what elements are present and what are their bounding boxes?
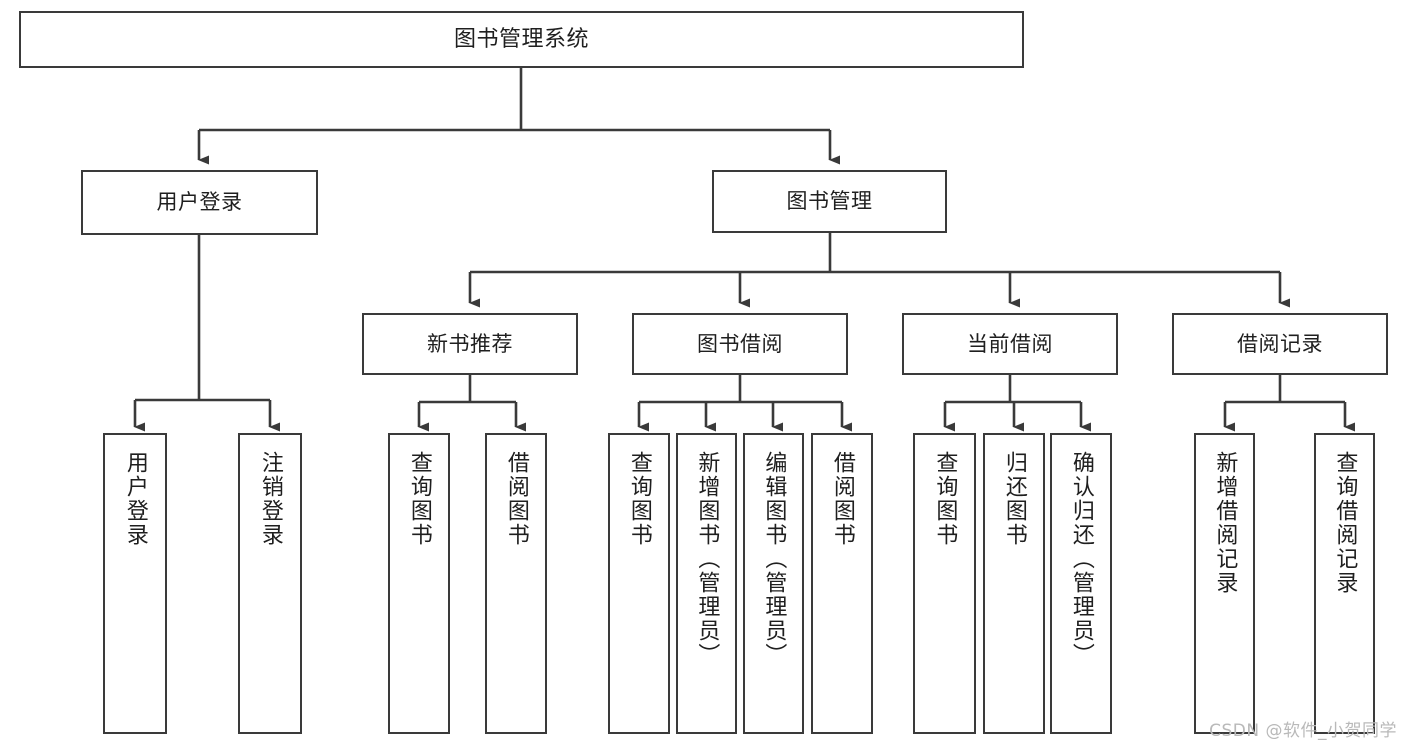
node-leaf-query-book-1[interactable]: 查询图书: [388, 433, 450, 734]
node-root-label: 图书管理系统: [453, 26, 589, 52]
node-current-borrow-label: 当前借阅: [967, 331, 1053, 356]
node-leaf-borrow-book-1[interactable]: 借阅图书: [485, 433, 547, 734]
node-leaf-return-book[interactable]: 归还图书: [983, 433, 1045, 734]
node-leaf-logout-login-label: 注销登录: [257, 451, 283, 547]
node-leaf-add-book-label: 新增图书（管理员）: [694, 451, 720, 667]
node-leaf-user-login-label: 用户登录: [122, 451, 148, 547]
node-book-manage-label: 图书管理: [786, 189, 873, 214]
node-leaf-edit-book[interactable]: 编辑图书（管理员）: [743, 433, 804, 734]
node-leaf-add-record[interactable]: 新增借阅记录: [1194, 433, 1255, 734]
node-new-book-recommend[interactable]: 新书推荐: [362, 313, 578, 375]
node-leaf-query-book-1-label: 查询图书: [406, 451, 432, 547]
node-leaf-query-book-2-label: 查询图书: [626, 451, 652, 547]
node-leaf-query-book-2[interactable]: 查询图书: [608, 433, 670, 734]
node-leaf-query-record-label: 查询借阅记录: [1332, 451, 1358, 595]
node-book-borrow-label: 图书借阅: [697, 331, 783, 356]
node-leaf-borrow-book-1-label: 借阅图书: [503, 451, 529, 547]
node-current-borrow[interactable]: 当前借阅: [902, 313, 1118, 375]
node-user-login[interactable]: 用户登录: [81, 170, 318, 235]
node-leaf-logout-login[interactable]: 注销登录: [238, 433, 302, 734]
node-leaf-query-book-3[interactable]: 查询图书: [913, 433, 976, 734]
node-root[interactable]: 图书管理系统: [19, 11, 1024, 68]
watermark: CSDN @软件_小贺同学: [1209, 721, 1397, 741]
node-book-manage[interactable]: 图书管理: [712, 170, 947, 233]
node-leaf-query-book-3-label: 查询图书: [932, 451, 958, 547]
node-new-book-recommend-label: 新书推荐: [427, 331, 513, 356]
node-leaf-edit-book-label: 编辑图书（管理员）: [761, 451, 787, 667]
node-borrow-record[interactable]: 借阅记录: [1172, 313, 1388, 375]
node-leaf-borrow-book-2[interactable]: 借阅图书: [811, 433, 873, 734]
node-user-login-label: 用户登录: [156, 190, 243, 215]
node-leaf-borrow-book-2-label: 借阅图书: [829, 451, 855, 547]
node-leaf-user-login[interactable]: 用户登录: [103, 433, 167, 734]
node-leaf-add-record-label: 新增借阅记录: [1212, 451, 1238, 595]
node-leaf-confirm-return-label: 确认归还（管理员）: [1068, 451, 1094, 667]
node-leaf-confirm-return[interactable]: 确认归还（管理员）: [1050, 433, 1112, 734]
node-leaf-return-book-label: 归还图书: [1001, 451, 1027, 547]
node-book-borrow[interactable]: 图书借阅: [632, 313, 848, 375]
node-leaf-add-book[interactable]: 新增图书（管理员）: [676, 433, 737, 734]
node-leaf-query-record[interactable]: 查询借阅记录: [1314, 433, 1375, 734]
node-borrow-record-label: 借阅记录: [1237, 331, 1323, 356]
